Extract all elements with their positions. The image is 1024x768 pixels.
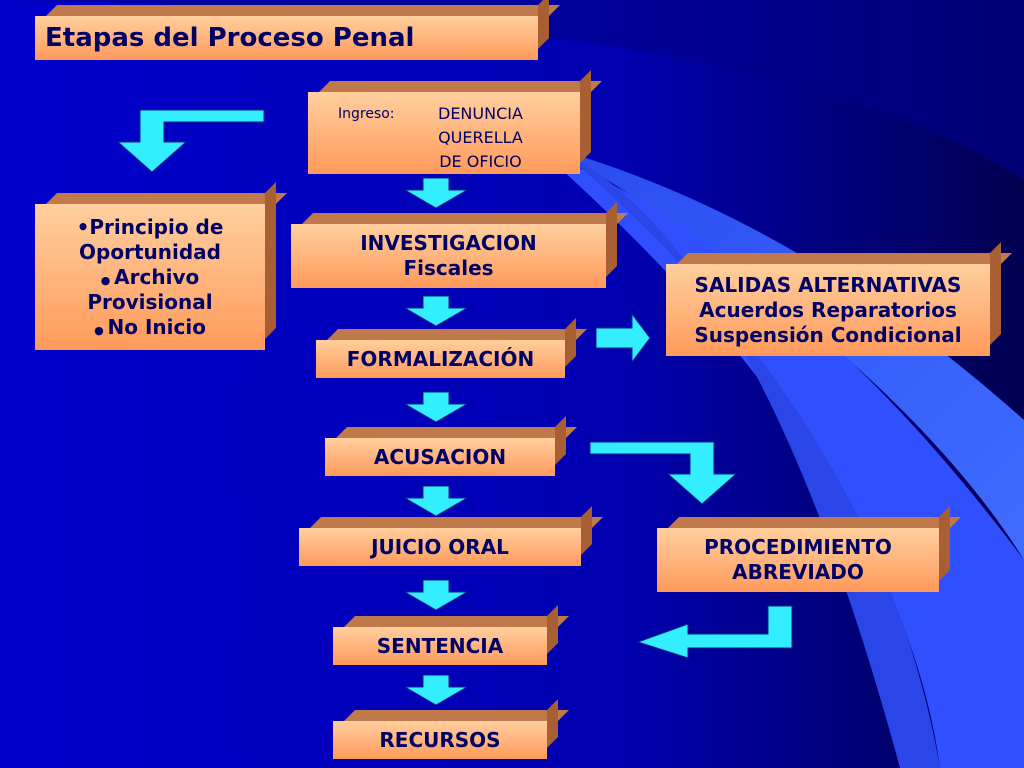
juicio-label: JUICIO ORAL [299, 528, 581, 566]
procedimiento-line1: PROCEDIMIENTO [704, 535, 892, 559]
principio-box: •Principio de Oportunidad ● Archivo Prov… [35, 182, 287, 350]
salidas-box: SALIDAS ALTERNATIVAS Acuerdos Reparatori… [666, 242, 1012, 356]
page-title: Etapas del Proceso Penal [35, 16, 538, 60]
down-arrow-icon [405, 178, 467, 208]
title-box: Etapas del Proceso Penal [35, 0, 560, 60]
principio-line2: Oportunidad [79, 239, 221, 264]
sentencia-label: SENTENCIA [333, 627, 547, 665]
down-arrow-icon [405, 486, 467, 516]
bent-down-arrow-icon [118, 109, 265, 173]
formalizacion-label: FORMALIZACIÓN [316, 340, 565, 378]
salidas-line3: Suspensión Condicional [694, 322, 962, 347]
acusacion-label: ACUSACION [325, 438, 555, 476]
right-arrow-icon [596, 314, 650, 362]
procedimiento-box: PROCEDIMIENTO ABREVIADO [657, 506, 961, 592]
down-arrow-icon [405, 296, 467, 326]
juicio-box: JUICIO ORAL [299, 506, 603, 566]
ingreso-box: Ingreso: DENUNCIA QUERELLA DE OFICIO [308, 70, 602, 174]
principio-line4: Provisional [87, 289, 213, 314]
salidas-line1: SALIDAS ALTERNATIVAS [694, 272, 962, 297]
ingreso-label: Ingreso: [338, 106, 395, 122]
down-arrow-icon [405, 392, 467, 422]
investigacion-box: INVESTIGACION Fiscales [291, 202, 628, 288]
investigacion-line2: Fiscales [403, 256, 494, 280]
ingreso-de-oficio: DE OFICIO [439, 152, 522, 171]
procedimiento-line2: ABREVIADO [732, 560, 864, 584]
ingreso-querella: QUERELLA [438, 128, 523, 147]
principio-line5: No Inicio [107, 314, 206, 339]
bullet-icon: ● [100, 273, 115, 287]
principio-line1: •Principio de [76, 214, 224, 239]
acusacion-box: ACUSACION [325, 416, 577, 476]
bent-left-arrow-icon [636, 605, 793, 659]
bent-down-arrow-icon [589, 441, 738, 505]
investigacion-line1: INVESTIGACION [360, 231, 537, 255]
principio-line3: Archivo [114, 264, 200, 289]
down-arrow-icon [405, 580, 467, 610]
recursos-label: RECURSOS [333, 721, 547, 759]
sentencia-box: SENTENCIA [333, 605, 569, 665]
down-arrow-icon [405, 675, 467, 705]
bullet-icon: ● [94, 323, 108, 337]
formalizacion-box: FORMALIZACIÓN [316, 318, 587, 378]
ingreso-denuncia: DENUNCIA [438, 104, 523, 123]
salidas-line2: Acuerdos Reparatorios [699, 297, 957, 322]
recursos-box: RECURSOS [333, 699, 569, 759]
